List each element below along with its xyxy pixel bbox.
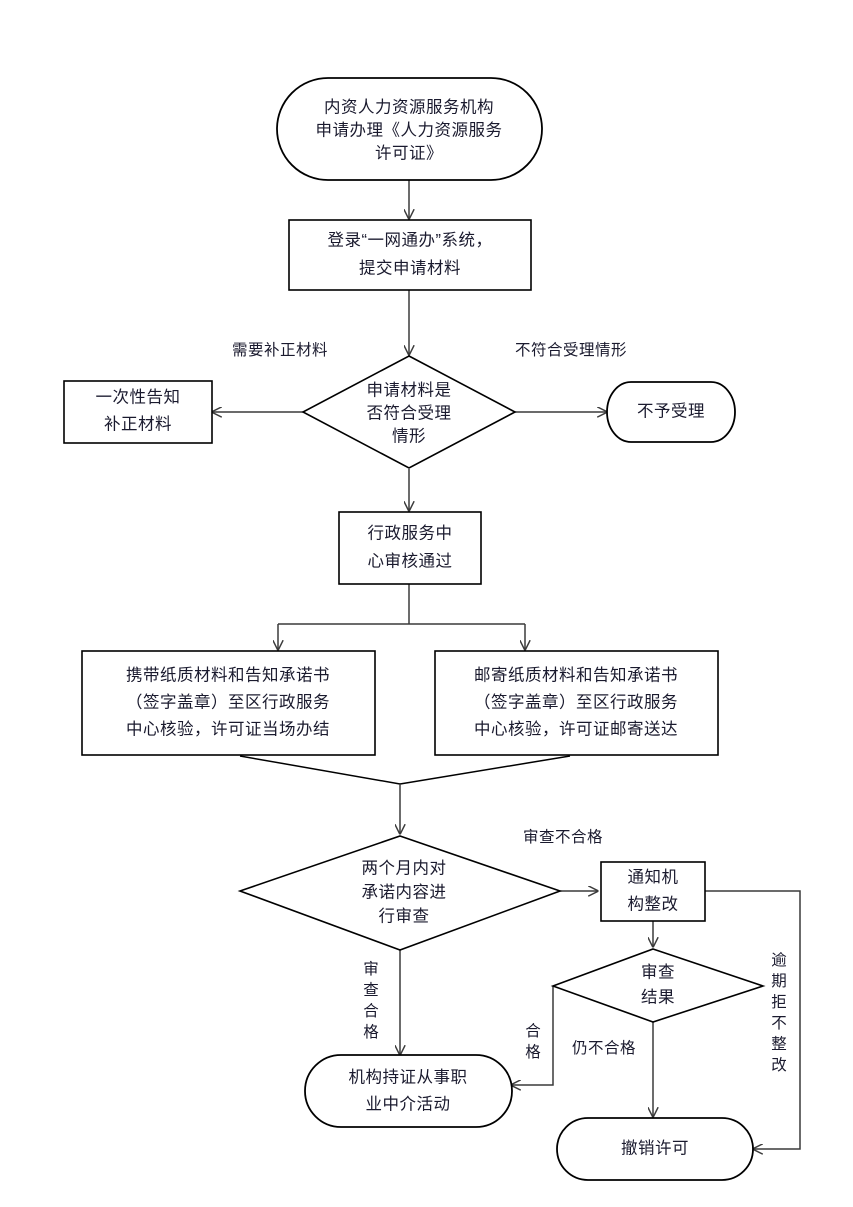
node-notify-correction-line-0: 一次性告知 (96, 387, 181, 406)
node-mail-paper-line-1: （签字盖章）至区行政服务 (474, 692, 678, 711)
node-reject-line-0: 不予受理 (637, 401, 705, 420)
node-decision-accept-line-0: 申请材料是 (367, 380, 452, 399)
node-notify-rectify[interactable]: 通知机 构整改 (600, 861, 706, 922)
edge-label-qualified-char-0: 合 (525, 1022, 541, 1040)
node-start[interactable]: 内资人力资源服务机构 申请办理《人力资源服务 许可证》 (276, 77, 543, 181)
edge-overdue-refuse-to-revoke (705, 890, 801, 1149)
edge-label-overdue-refuse-char-1: 期 (771, 972, 787, 990)
node-login-line-1: 提交申请材料 (359, 258, 461, 277)
edge-label-layer: 需要补正材料 不符合受理情形 审查不合格 仍不合格 审 查 合 格 合 格 逾 … (232, 341, 787, 1074)
edge-label-overdue-refuse-char-0: 逾 (771, 951, 787, 969)
edge-label-review-failed: 审查不合格 (523, 828, 603, 846)
node-login-line-0: 登录“一网通办”系统， (328, 230, 493, 249)
node-review-result[interactable]: 审查 结果 (550, 948, 766, 1023)
node-mail-paper[interactable]: 邮寄纸质材料和告知承诺书 （签字盖章）至区行政服务 中心核验，许可证邮寄送达 (434, 650, 719, 756)
node-notify-rectify-line-0: 通知机 (628, 867, 679, 886)
edge-label-overdue-refuse-char-2: 拒 (771, 993, 787, 1011)
node-licensed-operation-line-1: 业中介活动 (366, 1094, 451, 1113)
edge-label-not-eligible: 不符合受理情形 (515, 341, 627, 359)
edge-label-review-passed-char-3: 格 (363, 1023, 379, 1041)
edge-result-qualified-to-licensed (511, 986, 554, 1085)
node-center-approved[interactable]: 行政服务中 心审核通过 (338, 511, 482, 585)
node-revoke-license[interactable]: 撤销许可 (556, 1117, 754, 1181)
node-decision-accept-line-1: 否符合受理 (367, 403, 452, 422)
node-bring-paper[interactable]: 携带纸质材料和告知承诺书 （签字盖章）至区行政服务 中心核验，许可证当场办结 (81, 650, 376, 756)
node-review-result-line-1: 结果 (641, 987, 675, 1006)
node-bring-paper-line-0: 携带纸质材料和告知承诺书 (126, 665, 330, 684)
edge-label-qualified-char-1: 格 (525, 1043, 541, 1061)
node-start-line-0: 内资人力资源服务机构 (324, 97, 494, 116)
edge-merge-from-left (239, 755, 401, 785)
node-start-line-2: 许可证》 (375, 143, 443, 162)
node-review-result-line-0: 审查 (641, 962, 675, 981)
node-decision-accept-line-2: 情形 (392, 426, 426, 445)
edge-label-overdue-refuse: 逾 期 拒 不 整 改 (771, 951, 787, 1074)
node-reject[interactable]: 不予受理 (606, 381, 736, 443)
node-bring-paper-line-2: 中心核验，许可证当场办结 (126, 719, 330, 738)
node-licensed-operation[interactable]: 机构持证从事职 业中介活动 (304, 1054, 513, 1128)
node-two-month-review-line-0: 两个月内对 (362, 858, 447, 877)
edge-label-review-passed-char-2: 合 (363, 1002, 379, 1020)
node-mail-paper-line-0: 邮寄纸质材料和告知承诺书 (474, 665, 678, 684)
edge-label-need-correction: 需要补正材料 (232, 341, 328, 359)
node-start-line-1: 申请办理《人力资源服务 (316, 120, 503, 139)
node-revoke-license-line-0: 撤销许可 (621, 1138, 689, 1157)
node-mail-paper-line-2: 中心核验，许可证邮寄送达 (474, 719, 678, 738)
edge-label-overdue-refuse-char-3: 不 (771, 1015, 787, 1032)
node-notify-correction[interactable]: 一次性告知 补正材料 (63, 380, 213, 444)
node-center-approved-line-0: 行政服务中 (368, 523, 453, 542)
node-bring-paper-line-1: （签字盖章）至区行政服务 (126, 692, 330, 711)
node-two-month-review-line-2: 行审查 (379, 906, 430, 925)
node-licensed-operation-line-0: 机构持证从事职 (349, 1067, 468, 1086)
node-decision-accept[interactable]: 申请材料是 否符合受理 情形 (301, 355, 517, 469)
edge-label-review-passed-char-0: 审 (363, 960, 379, 978)
edge-merge-from-right (399, 755, 571, 785)
node-notify-rectify-line-1: 构整改 (628, 894, 679, 913)
edge-label-overdue-refuse-char-5: 改 (771, 1056, 787, 1074)
connector-layer (212, 180, 801, 1149)
edge-label-review-passed-char-1: 查 (363, 981, 379, 999)
node-center-approved-line-1: 心审核通过 (368, 551, 453, 570)
edge-label-still-unqualified: 仍不合格 (572, 1039, 636, 1057)
node-two-month-review-line-1: 承诺内容进 (362, 882, 447, 901)
edge-label-review-passed: 审 查 合 格 (363, 960, 379, 1041)
edge-label-overdue-refuse-char-4: 整 (771, 1035, 787, 1053)
edge-label-qualified: 合 格 (525, 1022, 541, 1061)
node-notify-correction-line-1: 补正材料 (104, 414, 172, 433)
node-login[interactable]: 登录“一网通办”系统， 提交申请材料 (288, 219, 532, 291)
node-two-month-review[interactable]: 两个月内对 承诺内容进 行审查 (237, 835, 563, 951)
